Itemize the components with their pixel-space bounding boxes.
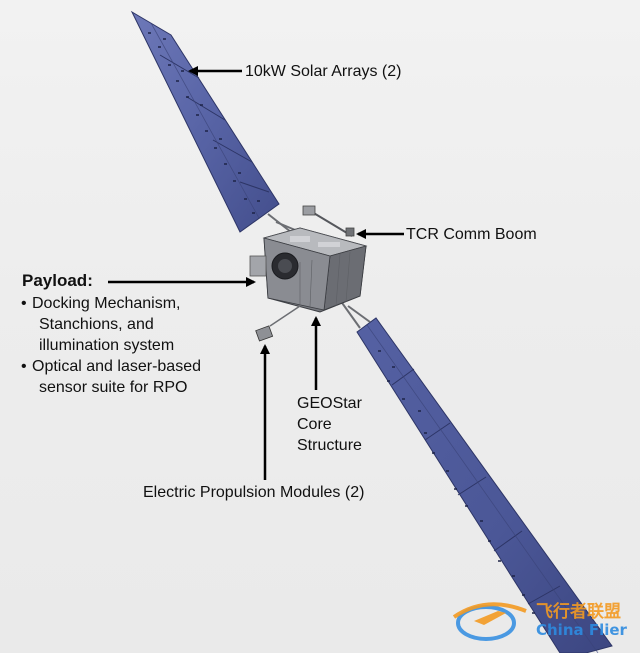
upper-solar-array bbox=[130, 10, 280, 233]
payload-item-text: illumination system bbox=[39, 337, 175, 354]
payload-item-continuation: illumination system bbox=[22, 335, 201, 356]
payload-item-text: Docking Mechanism, bbox=[32, 295, 181, 312]
spacecraft-body bbox=[249, 227, 368, 313]
payload-title: Payload: bbox=[22, 271, 93, 290]
payload-item-continuation: sensor suite for RPO bbox=[22, 377, 201, 398]
core-structure-line: Core bbox=[297, 416, 332, 433]
watermark-logo: 飞行者联盟 China Flier bbox=[452, 601, 628, 641]
solar-arrays-label: 10kW Solar Arrays (2) bbox=[245, 63, 402, 80]
payload-item-docking: Docking Mechanism, bbox=[21, 293, 201, 314]
svg-text:China Flier: China Flier bbox=[536, 621, 628, 639]
payload-item-continuation: Stanchions, and bbox=[22, 314, 201, 335]
tcr-comm-boom-shape bbox=[302, 205, 355, 237]
callout-arrows bbox=[108, 66, 404, 480]
payload-list: Docking Mechanism, Stanchions, and illum… bbox=[21, 293, 201, 398]
payload-item-sensors: Optical and laser-based bbox=[21, 356, 201, 377]
payload-item-text: Stanchions, and bbox=[39, 316, 154, 333]
payload-item-text: sensor suite for RPO bbox=[39, 379, 188, 396]
tcr-comm-boom-label: TCR Comm Boom bbox=[406, 226, 537, 243]
core-structure-label: GEOStar Core Structure bbox=[297, 393, 362, 456]
svg-text:飞行者联盟: 飞行者联盟 bbox=[536, 601, 621, 622]
payload-item-text: Optical and laser-based bbox=[32, 358, 201, 375]
core-structure-line: GEOStar bbox=[297, 395, 362, 412]
lower-solar-array bbox=[356, 317, 613, 653]
core-structure-line: Structure bbox=[297, 437, 362, 454]
propulsion-label: Electric Propulsion Modules (2) bbox=[143, 484, 365, 501]
propulsion-module-shape bbox=[255, 305, 301, 342]
